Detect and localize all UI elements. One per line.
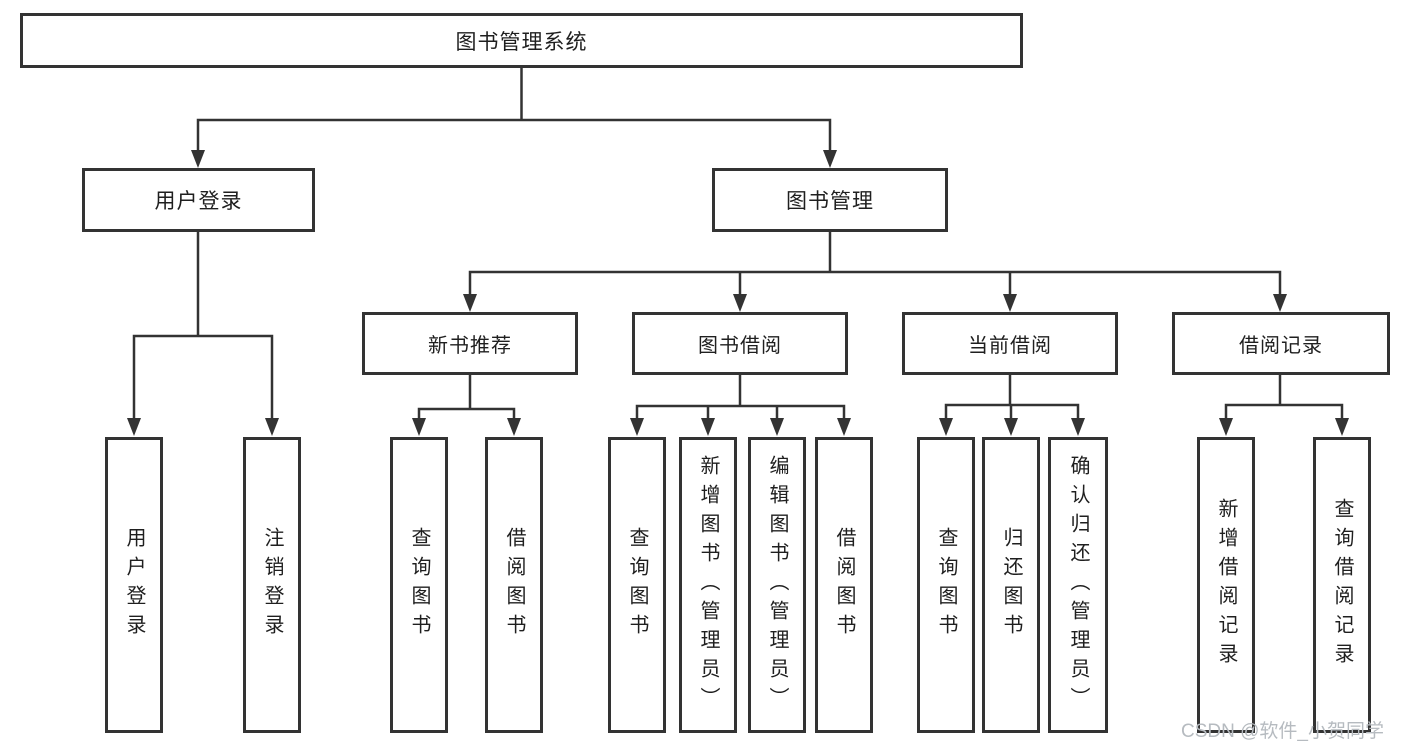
node-label: 新增借阅记录 <box>1215 498 1237 672</box>
leaf-query-books-recommend: 查询图书 <box>390 437 448 733</box>
leaf-edit-books-admin: 编辑图书（管理员） <box>748 437 806 733</box>
node-user-login: 用户登录 <box>82 168 315 232</box>
node-label: 新增图书（管理员） <box>697 454 719 716</box>
leaf-confirm-return-admin: 确认归还（管理员） <box>1048 437 1108 733</box>
node-label: 用户登录 <box>123 527 145 643</box>
leaf-return-books: 归还图书 <box>982 437 1040 733</box>
node-label: 当前借阅 <box>968 335 1052 357</box>
leaf-borrow-books-borrowing: 借阅图书 <box>815 437 873 733</box>
leaf-logout: 注销登录 <box>243 437 301 733</box>
node-label: 归还图书 <box>1000 527 1022 643</box>
node-label: 编辑图书（管理员） <box>766 454 788 716</box>
leaf-query-books-current: 查询图书 <box>917 437 975 733</box>
leaf-query-borrow-record: 查询借阅记录 <box>1313 437 1371 733</box>
node-label: 借阅图书 <box>503 527 525 643</box>
csdn-watermark: CSDN @软件_小贺同学 <box>1181 721 1384 742</box>
leaf-query-books-borrowing: 查询图书 <box>608 437 666 733</box>
node-label: 查询图书 <box>935 527 957 643</box>
node-new-book-recommendation: 新书推荐 <box>362 312 578 375</box>
node-borrowing-records: 借阅记录 <box>1172 312 1390 375</box>
leaf-add-books-admin: 新增图书（管理员） <box>679 437 737 733</box>
node-label: 注销登录 <box>261 527 283 643</box>
node-label: 图书管理系统 <box>455 30 588 54</box>
node-book-borrowing: 图书借阅 <box>632 312 848 375</box>
node-label: 图书借阅 <box>698 335 782 357</box>
node-label: 查询图书 <box>626 527 648 643</box>
node-label: 图书管理 <box>786 190 874 213</box>
node-label: 用户登录 <box>154 190 243 213</box>
node-label: 借阅图书 <box>833 527 855 643</box>
node-current-borrowing: 当前借阅 <box>902 312 1118 375</box>
node-label: 借阅记录 <box>1239 335 1323 357</box>
leaf-user-login: 用户登录 <box>105 437 163 733</box>
node-book-management: 图书管理 <box>712 168 948 232</box>
leaf-borrow-books-recommend: 借阅图书 <box>485 437 543 733</box>
leaf-add-borrow-record: 新增借阅记录 <box>1197 437 1255 733</box>
node-label: 确认归还（管理员） <box>1067 454 1089 716</box>
node-library-management-system: 图书管理系统 <box>20 13 1023 68</box>
node-label: 查询借阅记录 <box>1331 498 1353 672</box>
node-label: 新书推荐 <box>428 335 512 357</box>
node-label: 查询图书 <box>408 527 430 643</box>
